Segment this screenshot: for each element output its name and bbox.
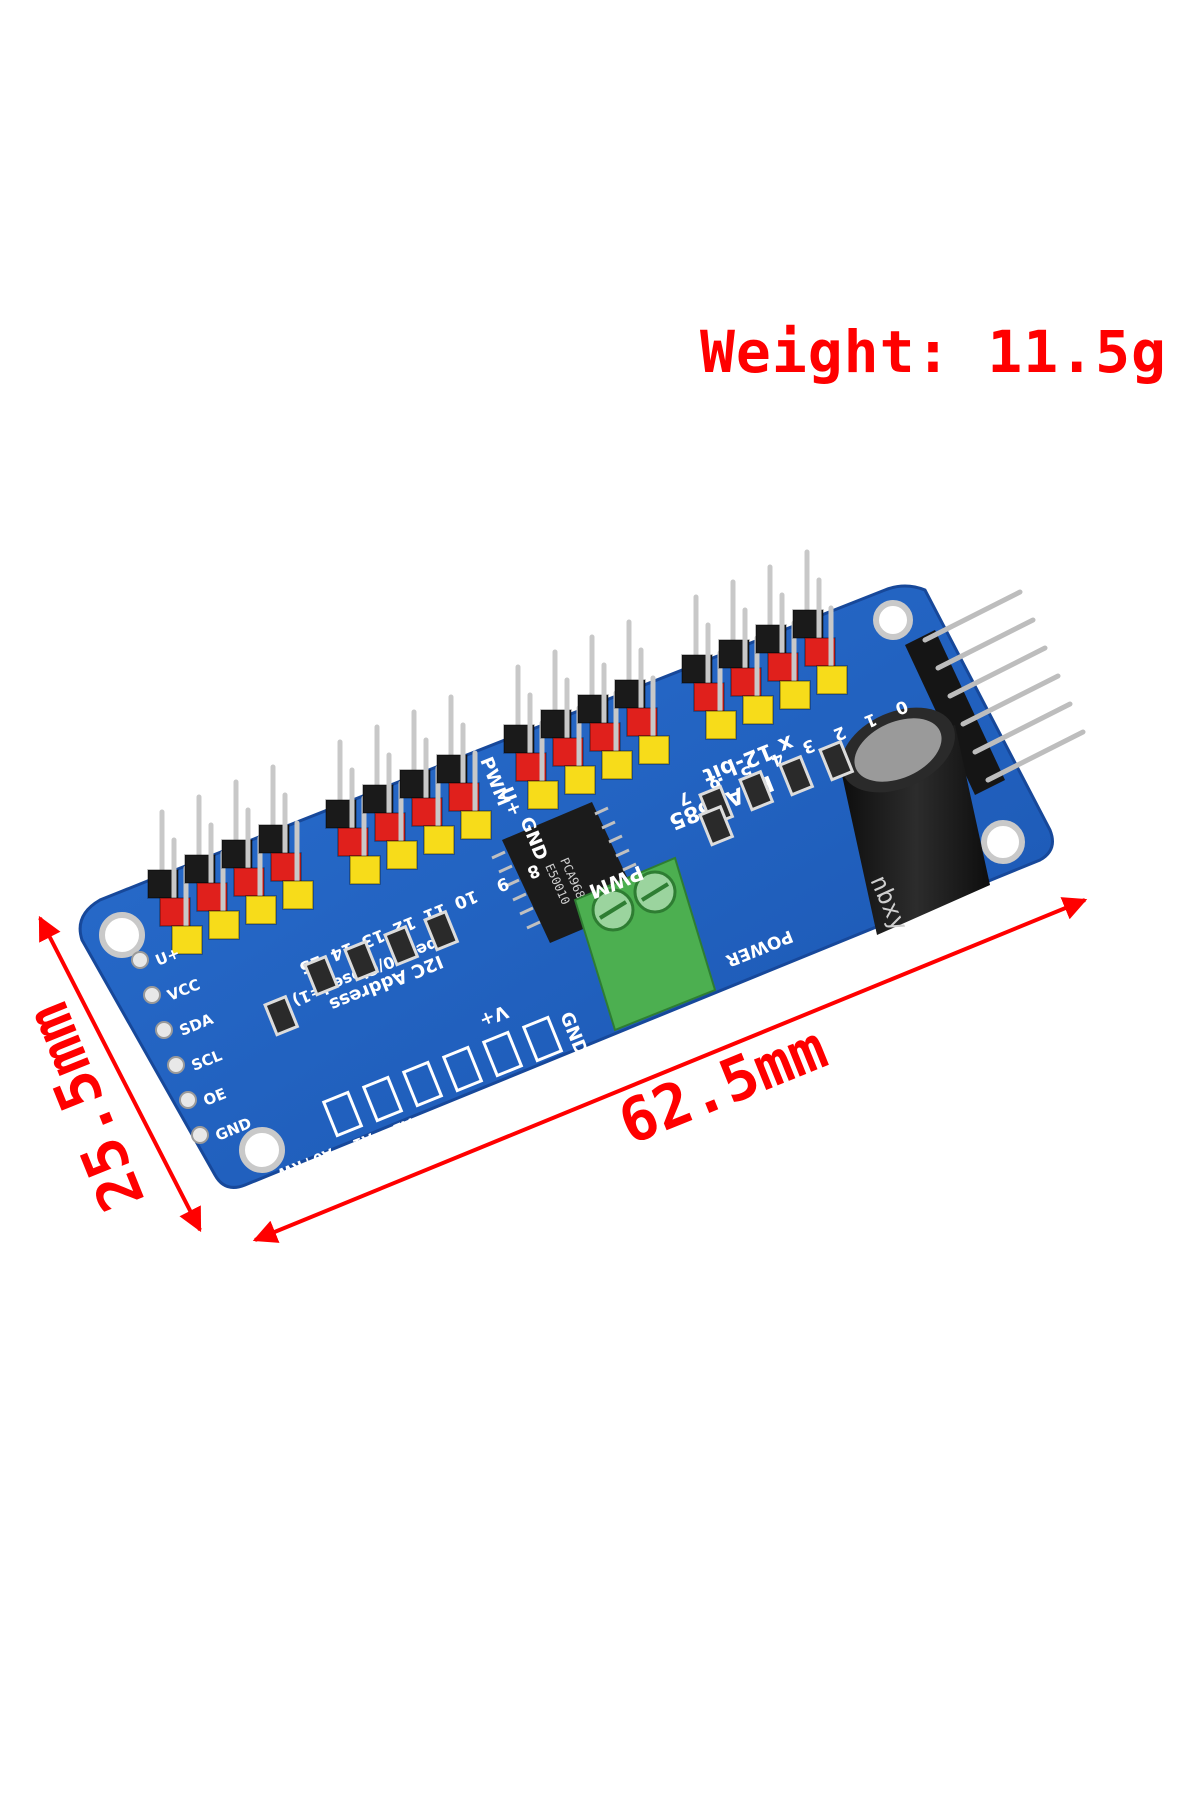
header-pin xyxy=(564,705,596,795)
mount-hole xyxy=(239,1127,285,1173)
mount-hole xyxy=(981,820,1025,864)
length-label: 62.5mm xyxy=(609,1013,836,1159)
header-pin xyxy=(601,690,633,780)
header-pin xyxy=(816,605,848,695)
right-angle-header xyxy=(905,589,1086,795)
pin-pad xyxy=(179,1091,197,1109)
mount-hole xyxy=(99,912,145,958)
length-arrow xyxy=(252,897,1088,1243)
pin-pad xyxy=(155,1021,173,1039)
resistor xyxy=(818,739,855,782)
pin-pad xyxy=(167,1056,185,1074)
pin-pad xyxy=(191,1126,209,1144)
header-pin xyxy=(349,795,381,885)
resistor xyxy=(698,804,735,847)
width-arrow xyxy=(38,915,202,1233)
header-pin xyxy=(779,620,811,710)
header-pin xyxy=(460,750,492,840)
pin-pad xyxy=(143,986,161,1004)
mount-hole xyxy=(873,600,913,640)
resistor xyxy=(778,754,815,797)
header-pin xyxy=(638,675,670,765)
weight-label: Weight: 11.5g xyxy=(700,318,1167,386)
pin-pad xyxy=(131,951,149,969)
servo-header-group xyxy=(147,549,848,955)
resistor xyxy=(738,769,775,812)
